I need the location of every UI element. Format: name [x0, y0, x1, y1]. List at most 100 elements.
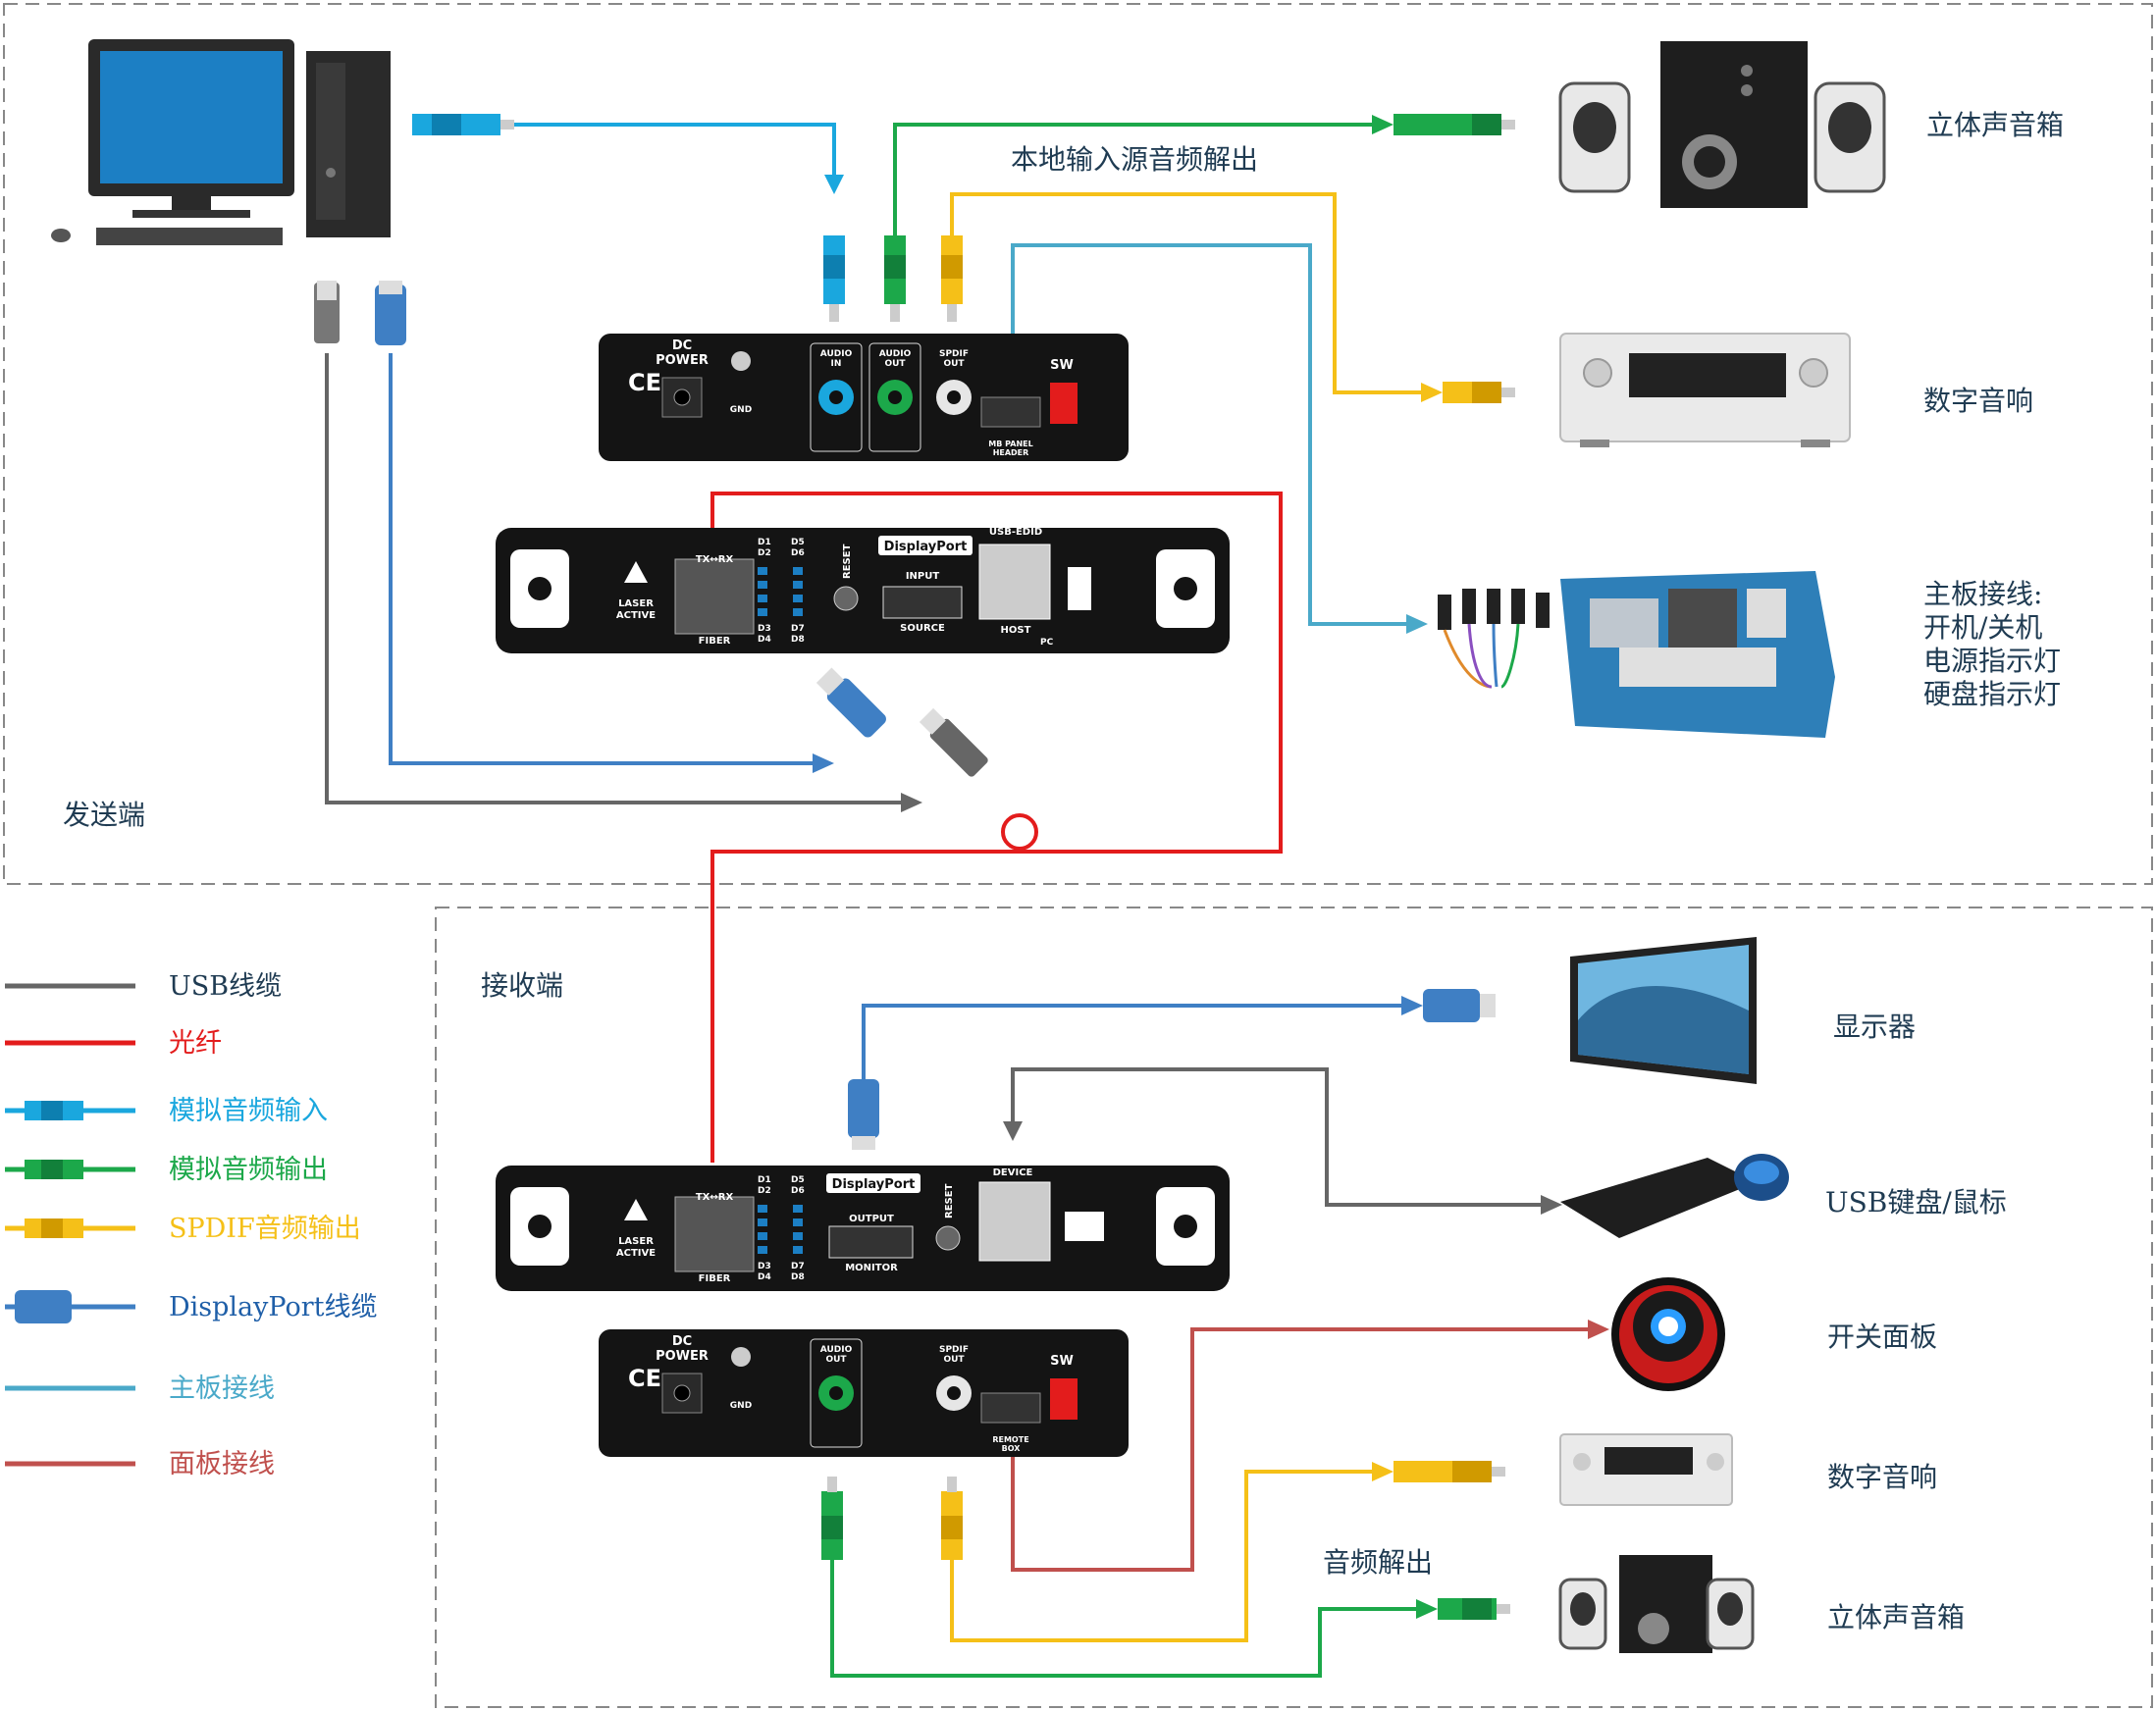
rca-plug-icon — [1443, 382, 1515, 403]
label-mb-wiring-2: 电源指示灯 — [1923, 645, 2061, 677]
legend-label-usb: USB线缆 — [169, 971, 282, 1002]
label-laser-rx-2: ACTIVE — [616, 1248, 656, 1259]
stereo-speakers-icon — [1558, 41, 1886, 208]
ce-mark-icon: CE — [628, 369, 661, 396]
fiber-port-rx[interactable] — [674, 1196, 755, 1272]
dp-input-port[interactable] — [882, 586, 963, 619]
label-d4: D4 — [758, 635, 771, 645]
power-switch-panel-icon — [1611, 1277, 1725, 1391]
usb-device-port[interactable] — [978, 1181, 1051, 1262]
label-reset-rx: RESET — [944, 1183, 955, 1218]
fiber-loop — [1001, 813, 1038, 851]
label-txrx: TX↔RX — [696, 554, 734, 565]
legend-label-audio-out: 模拟音频输出 — [169, 1155, 328, 1185]
arrow-usb-down — [1003, 1121, 1023, 1141]
label-audio-in: AUDIO — [820, 349, 853, 359]
cable-dp-receiver — [862, 1004, 1403, 1099]
arrow-usb-kbd — [1541, 1195, 1562, 1215]
label-d5-rx: D5 — [791, 1175, 805, 1185]
rca-plug-icon — [823, 235, 845, 322]
label-digital-audio: 数字音响 — [1923, 385, 2033, 417]
arrow-audio-in — [824, 175, 844, 194]
label-d2: D2 — [758, 548, 771, 558]
cable-panel-wiring — [1011, 1327, 1590, 1572]
rca-plug-icon — [821, 1477, 843, 1560]
label-laser: LASER — [618, 598, 654, 609]
dip-switch-rx[interactable] — [1050, 1378, 1078, 1420]
arrow-spdif — [1421, 383, 1443, 402]
pc-computer-icon — [51, 39, 391, 245]
local-audio-caption: 本地输入源音频解出 — [1011, 143, 1258, 176]
cables — [325, 115, 1609, 1678]
led-indicators — [758, 1205, 803, 1254]
cable-fiber — [710, 492, 1283, 1163]
rca-plug-icon — [941, 235, 963, 322]
cable-usb-sender — [325, 353, 903, 804]
label-spdif-2: OUT — [943, 359, 965, 369]
arrow-dp-receiver — [1401, 996, 1423, 1015]
usb-plug-icon — [919, 707, 988, 777]
label-power-switch-panel: 开关面板 — [1827, 1321, 1937, 1353]
label-digital-audio-rx: 数字音响 — [1827, 1461, 1937, 1493]
label-source: SOURCE — [900, 623, 945, 634]
label-stereo-speakers: 立体声音箱 — [1926, 109, 2064, 141]
reset-button[interactable] — [935, 1225, 961, 1251]
label-remote-box: REMOTE — [992, 1435, 1028, 1444]
legend-label-dp: DisplayPort线缆 — [169, 1292, 378, 1322]
receiver-audio-box: DC POWER GND CE AUDIO OUT SPDIF OUT REMO… — [599, 1329, 1129, 1457]
arrow-audio-out — [1372, 115, 1394, 134]
label-mb-panel: MB PANEL — [988, 440, 1032, 448]
digital-audio-icon — [1559, 333, 1851, 447]
fiber-port[interactable] — [674, 558, 755, 635]
cable-audio-out-receiver — [830, 1560, 1418, 1678]
laser-warning-icon — [624, 1199, 648, 1220]
label-dc: DC — [672, 338, 692, 353]
label-displayport-rx: DisplayPort — [832, 1177, 916, 1192]
label-d7-rx: D7 — [791, 1262, 805, 1271]
label-mb-wiring-title: 主板接线: — [1923, 578, 2042, 610]
sender-zone-label: 发送端 — [63, 799, 145, 831]
sender-audio-box: DC POWER GND CE AUDIO IN AUDIO OUT SPDIF… — [599, 334, 1129, 461]
receiver-audio-caption: 音频解出 — [1323, 1546, 1433, 1579]
label-spdif: SPDIF — [939, 349, 969, 359]
label-remote-box-2: BOX — [1002, 1444, 1022, 1453]
receiver-zone-border — [435, 907, 2153, 1708]
label-d1: D1 — [758, 538, 771, 547]
arrow-usb-sender — [901, 793, 922, 812]
label-sw: SW — [1050, 358, 1074, 373]
rca-plug-icon — [1394, 114, 1515, 135]
usb-host-port[interactable] — [978, 544, 1051, 620]
label-mb-panel-2: HEADER — [993, 448, 1029, 457]
label-laser-rx: LASER — [618, 1236, 654, 1247]
label-audio-out-rx-2: OUT — [825, 1355, 847, 1365]
dip-switch[interactable] — [1050, 383, 1078, 424]
label-device: DEVICE — [993, 1167, 1033, 1178]
stereo-speakers-small-icon — [1558, 1555, 1755, 1653]
label-sw-rx: SW — [1050, 1354, 1074, 1369]
led-indicators — [758, 567, 803, 616]
legend: USB线缆 光纤 模拟音频输入 模拟音频输出 SPDIF音频输出 Display… — [5, 971, 378, 1479]
user-icon — [1065, 1212, 1104, 1241]
label-gnd-rx: GND — [730, 1401, 752, 1411]
label-input: INPUT — [906, 571, 940, 582]
digital-audio-small-icon — [1559, 1433, 1733, 1506]
dp-output-port[interactable] — [828, 1225, 914, 1259]
cable-spdif-out — [950, 192, 1423, 394]
legend-label-mb: 主板接线 — [169, 1374, 275, 1404]
arrow-audio-out-rx — [1416, 1599, 1438, 1619]
pc-tower-icon — [1068, 567, 1091, 610]
reset-button[interactable] — [833, 586, 859, 611]
receiver-zone-label: 接收端 — [481, 969, 563, 1002]
motherboard-icon — [1560, 571, 1835, 738]
label-d6: D6 — [791, 548, 805, 558]
label-mb-wiring-3: 硬盘指示灯 — [1923, 678, 2061, 710]
legend-label-spdif: SPDIF音频输出 — [169, 1214, 361, 1244]
rca-plug-icon — [884, 235, 906, 322]
label-d3: D3 — [758, 624, 771, 634]
arrow-spdif-rx — [1372, 1462, 1394, 1481]
label-audio-out: AUDIO — [879, 349, 912, 359]
rca-plug-icon — [1438, 1598, 1510, 1620]
cable-analog-audio-out — [893, 123, 1374, 245]
receiver-main-box: LASER ACTIVE TX↔RX FIBER D1 D2 D3 D4 D5 … — [496, 1166, 1230, 1291]
